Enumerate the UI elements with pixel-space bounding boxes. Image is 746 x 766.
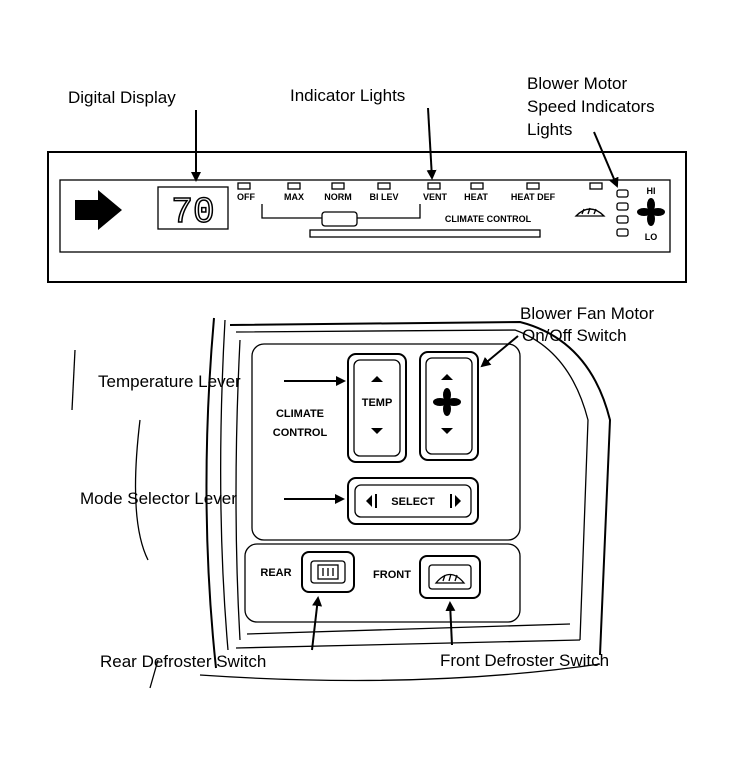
display-panel: 70 OFF MAX NORM BI LEV VENT HEAT HEAT DE… <box>47 151 687 283</box>
mode-selector-lever[interactable]: SELECT <box>347 477 479 525</box>
blower-speed-light-1 <box>616 189 629 198</box>
callout-digital-display: Digital Display <box>68 88 176 107</box>
fan-icon <box>637 198 665 226</box>
callout-blower-speed-line2: Speed Indicators <box>527 97 655 116</box>
indicator-light-extra <box>589 182 603 190</box>
blower-speed-light-2 <box>616 202 629 211</box>
mode-slider-track <box>309 229 541 238</box>
callout-mode-selector-lever: Mode Selector Lever <box>80 489 237 508</box>
front-defrost-icon <box>434 573 466 584</box>
mode-label-off: OFF <box>237 192 255 202</box>
indicator-light-max <box>287 182 301 190</box>
arrow-right-icon <box>75 190 122 230</box>
indicator-light-vent <box>427 182 441 190</box>
climate-label-line2: CONTROL <box>273 427 328 439</box>
display-digits: 70 <box>171 192 214 233</box>
blower-speed-light-4 <box>616 228 629 237</box>
mode-label-heat: HEAT <box>464 192 488 202</box>
blower-fan-switch[interactable] <box>419 351 479 461</box>
front-label: FRONT <box>373 569 411 581</box>
callout-temperature-lever: Temperature Lever <box>98 372 241 391</box>
control-panel <box>71 317 612 689</box>
climate-label-line1: CLIMATE <box>276 408 324 420</box>
callout-blower-switch-line1: Blower Fan Motor <box>520 304 654 323</box>
callout-rear-defroster-switch: Rear Defroster Switch <box>100 652 266 671</box>
indicator-light-bilev <box>377 182 391 190</box>
callout-blower-switch-line2: On/Off Switch <box>522 326 627 345</box>
digital-display: 70 <box>157 186 229 234</box>
mode-label-heat-def: HEAT DEF <box>511 192 556 202</box>
callout-indicator-lights: Indicator Lights <box>290 86 405 105</box>
climate-control-label: CLIMATE CONTROL <box>445 214 532 224</box>
hi-label: HI <box>647 186 656 196</box>
mode-label-bilev: BI LEV <box>369 192 398 202</box>
lo-label: LO <box>645 232 658 242</box>
temp-label: TEMP <box>362 397 393 409</box>
callout-blower-speed-line1: Blower Motor <box>527 74 627 93</box>
temperature-lever[interactable]: TEMP <box>347 353 407 463</box>
select-label: SELECT <box>391 496 435 508</box>
callout-front-defroster-switch: Front Defroster Switch <box>440 651 609 670</box>
indicator-light-heat-def <box>526 182 540 190</box>
mode-label-max: MAX <box>284 192 304 202</box>
rear-defroster-switch[interactable] <box>301 551 355 593</box>
mode-label-norm: NORM <box>324 192 352 202</box>
defrost-icon <box>574 207 606 217</box>
indicator-light-heat <box>470 182 484 190</box>
mode-label-vent: VENT <box>423 192 448 202</box>
indicator-light-norm <box>331 182 345 190</box>
rear-label: REAR <box>260 567 291 579</box>
rear-defrost-icon <box>317 564 339 580</box>
callout-blower-speed-line3: Lights <box>527 120 572 139</box>
fan-switch-icon <box>433 388 461 416</box>
indicator-light-off <box>237 182 251 190</box>
mode-slider-knob <box>321 211 358 227</box>
front-defroster-switch[interactable] <box>419 555 481 599</box>
blower-speed-light-3 <box>616 215 629 224</box>
